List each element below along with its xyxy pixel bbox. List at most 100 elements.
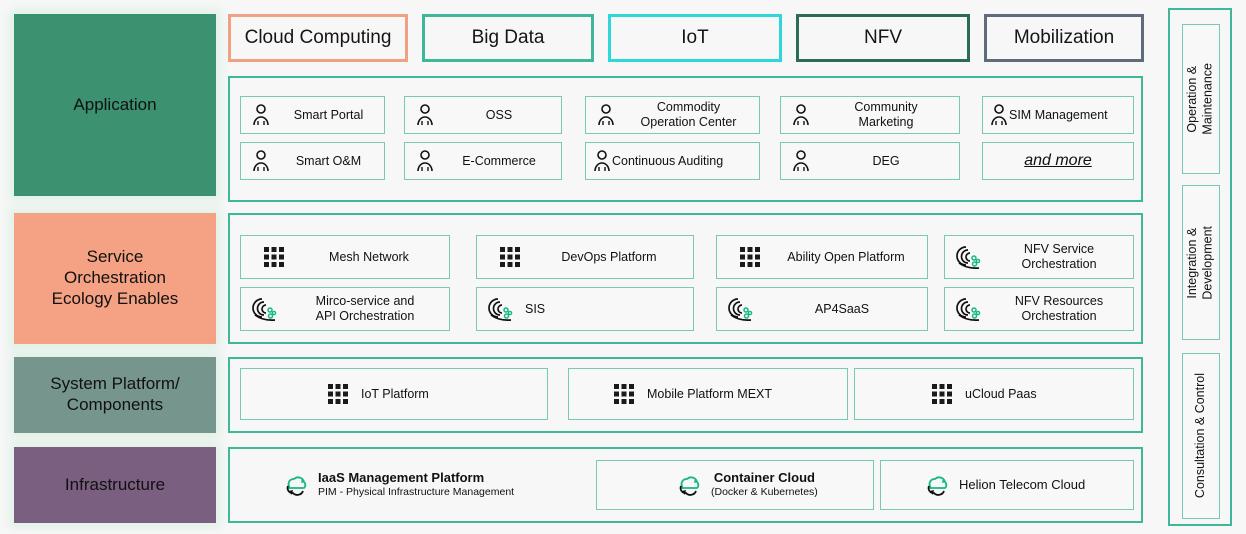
service-item-label: SIS [525, 301, 546, 316]
orchestration-icon [956, 298, 981, 321]
app-item-label: and more [1024, 151, 1092, 169]
sidebar-item-consultation-control[interactable]: Consultation & Control [1182, 353, 1220, 519]
app-item-label: DEG [872, 153, 900, 168]
cloud-icon [286, 476, 307, 496]
service-item-label: NFV Resources Orchestration [1014, 294, 1104, 323]
app-item-label: Commodity Operation Center [640, 100, 737, 129]
grid-icon [614, 384, 634, 404]
grid-icon [500, 247, 520, 267]
system-item-label: Mobile Platform MEXT [647, 386, 773, 401]
service-item-label: DevOps Platform [561, 249, 657, 264]
tag-big-data[interactable]: Big Data [422, 14, 594, 62]
infra-item-title: IaaS Management Platform [318, 470, 485, 486]
person-icon [793, 104, 809, 126]
service-item-mesh-network[interactable]: Mesh Network [240, 235, 450, 279]
service-item-ap4saas[interactable]: AP4SaaS [716, 287, 928, 331]
panel-application [228, 76, 1143, 202]
layer-block-system-platform: System Platform/ Components [14, 357, 216, 433]
app-item-label: Continuous Auditing [612, 153, 724, 168]
layer-label-application: Application [73, 94, 157, 114]
cloud-icon [927, 476, 948, 496]
service-item-label: NFV Service Orchestration [1021, 242, 1097, 271]
layer-label-service-orchestration: Service Orchestration Ecology Enables [51, 247, 179, 308]
infra-item-subtitle: (Docker & Kubernetes) [711, 486, 818, 499]
layer-label-system-platform: System Platform/ Components [50, 374, 180, 414]
infra-item-container-cloud[interactable]: Container Cloud (Docker & Kubernetes) [596, 460, 874, 510]
layer-block-application: Application [14, 14, 216, 196]
infra-item-helion-telecom-cloud[interactable]: Helion Telecom Cloud [880, 460, 1134, 510]
person-icon [793, 150, 809, 172]
service-item-devops-platform[interactable]: DevOps Platform [476, 235, 694, 279]
tag-label: Mobilization [1013, 27, 1115, 48]
service-item-label: Mirco-service and API Orchestration [315, 294, 415, 323]
service-item-label: Ability Open Platform [787, 249, 905, 264]
app-item-label: SIM Management [1009, 107, 1108, 122]
app-item-label: OSS [485, 107, 513, 122]
infra-item-text: IaaS Management Platform PIM - Physical … [318, 470, 515, 499]
app-item-sim-management[interactable]: SIM Management [982, 96, 1134, 134]
infra-item-subtitle: PIM - Physical Infrastructure Management [318, 486, 515, 499]
orchestration-icon [252, 298, 277, 321]
person-icon [417, 104, 433, 126]
tag-label: IoT [681, 27, 709, 48]
app-item-smart-portal[interactable]: Smart Portal [240, 96, 385, 134]
system-item-mobile-platform-mext[interactable]: Mobile Platform MEXT [568, 368, 848, 420]
tag-label: Cloud Computing [244, 27, 392, 48]
tag-nfv[interactable]: NFV [796, 14, 970, 62]
app-item-oss[interactable]: OSS [404, 96, 562, 134]
sidebar-item-label: Operation & Maintenance [1185, 63, 1215, 135]
system-item-ucloud-paas[interactable]: uCloud Paas [854, 368, 1134, 420]
person-icon [598, 104, 614, 126]
system-item-label: IoT Platform [361, 386, 429, 401]
person-icon [253, 104, 269, 126]
app-item-and-more[interactable]: and more [982, 142, 1134, 180]
app-item-deg[interactable]: DEG [780, 142, 960, 180]
person-icon [991, 104, 1007, 126]
infra-item-iaas-management-platform[interactable]: IaaS Management Platform PIM - Physical … [272, 460, 592, 510]
layer-block-infrastructure: Infrastructure [14, 447, 216, 523]
service-item-sis[interactable]: SIS [476, 287, 694, 331]
service-item-mirco-service-api-orchestration[interactable]: Mirco-service and API Orchestration [240, 287, 450, 331]
tag-label: NFV [864, 27, 902, 48]
infra-item-text: Container Cloud (Docker & Kubernetes) [711, 470, 818, 499]
app-item-label: Smart O&M [295, 153, 362, 168]
cloud-icon [679, 476, 700, 496]
app-item-continuous-auditing[interactable]: Continuous Auditing [585, 142, 760, 180]
sidebar-item-operation-maintenance[interactable]: Operation & Maintenance [1182, 24, 1220, 174]
sidebar-item-integration-development[interactable]: Integration & Development [1182, 185, 1220, 340]
service-item-ability-open-platform[interactable]: Ability Open Platform [716, 235, 928, 279]
tag-mobilization[interactable]: Mobilization [984, 14, 1144, 62]
infra-item-title: Container Cloud [713, 470, 815, 486]
app-item-community-marketing[interactable]: Community Marketing [780, 96, 960, 134]
app-item-label: Smart Portal [293, 107, 364, 122]
system-item-label: uCloud Paas [965, 386, 1037, 401]
tag-label: Big Data [471, 27, 545, 48]
sidebar-item-label: Integration & Development [1185, 225, 1215, 300]
app-item-commodity-operation-center[interactable]: Commodity Operation Center [585, 96, 760, 134]
service-item-label: Mesh Network [329, 249, 409, 264]
app-item-smart-o-and-m[interactable]: Smart O&M [240, 142, 385, 180]
grid-icon [740, 247, 760, 267]
service-item-nfv-service-orchestration[interactable]: NFV Service Orchestration [944, 235, 1134, 279]
orchestration-icon [956, 246, 981, 269]
app-item-label: E-Commerce [462, 153, 536, 168]
app-item-e-commerce[interactable]: E-Commerce [404, 142, 562, 180]
service-item-label: AP4SaaS [814, 301, 870, 316]
grid-icon [932, 384, 952, 404]
infra-item-title: Helion Telecom Cloud [959, 477, 1086, 493]
system-item-iot-platform[interactable]: IoT Platform [240, 368, 548, 420]
service-item-nfv-resources-orchestration[interactable]: NFV Resources Orchestration [944, 287, 1134, 331]
orchestration-icon [728, 298, 753, 321]
app-item-label: Community Marketing [854, 100, 918, 129]
grid-icon [264, 247, 284, 267]
layer-block-service-orchestration: Service Orchestration Ecology Enables [14, 213, 216, 344]
tag-iot[interactable]: IoT [608, 14, 782, 62]
tag-cloud-computing[interactable]: Cloud Computing [228, 14, 408, 62]
grid-icon [328, 384, 348, 404]
person-icon [417, 150, 433, 172]
layer-label-infrastructure: Infrastructure [64, 474, 166, 494]
person-icon [594, 150, 610, 172]
orchestration-icon [488, 298, 513, 321]
person-icon [253, 150, 269, 172]
